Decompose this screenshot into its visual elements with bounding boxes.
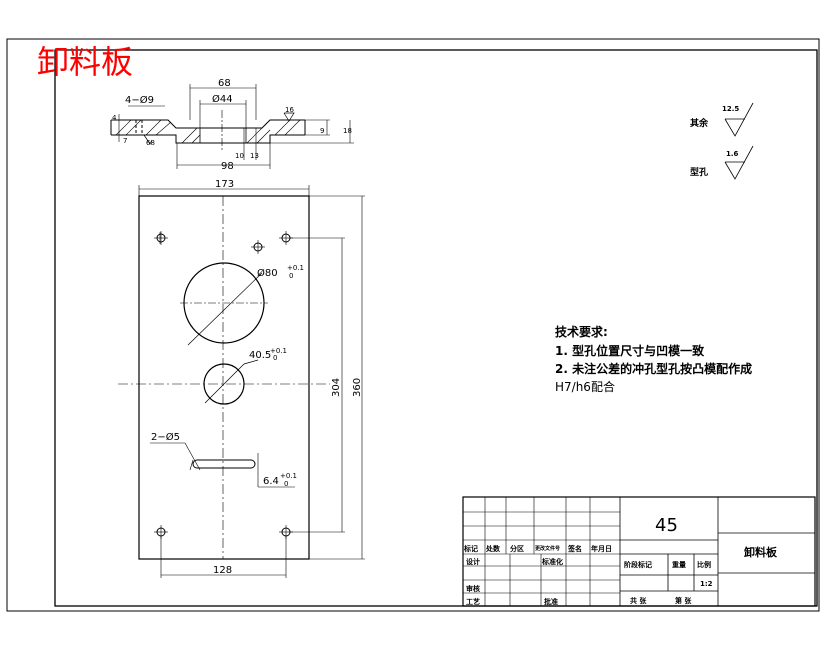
dim-68-rough: 68 (146, 139, 155, 147)
dim-18: 18 (343, 127, 352, 135)
dim-10: 10 (235, 152, 244, 160)
red-title: 卸料板 (37, 43, 133, 81)
tech-line1: 1. 型孔位置尺寸与凹模一致 (555, 343, 705, 358)
dim-40-5: 40.5 (249, 350, 271, 361)
tech-heading: 技术要求: (555, 324, 608, 339)
dim-360: 360 (352, 378, 363, 397)
dim-4: 4 (112, 114, 117, 122)
dim-9: 9 (320, 127, 324, 135)
roughness-rest-label: 其余 (690, 117, 709, 129)
tb-date: 年月日 (591, 544, 612, 553)
tb-total: 共 张 (630, 596, 647, 605)
dim-68-top: 68 (218, 78, 231, 89)
tb-review: 审核 (466, 584, 480, 593)
dim-304: 304 (331, 378, 342, 397)
tb-scale: 1:2 (700, 580, 713, 588)
tb-sheet: 第 张 (675, 596, 692, 605)
dim-98: 98 (221, 161, 234, 172)
roughness-hole-label: 型孔 (690, 166, 708, 178)
section-view (110, 84, 354, 169)
tb-stage-mark: 阶段标记 (624, 560, 652, 569)
dim-80: Ø80 (257, 267, 278, 279)
tb-process: 工艺 (466, 597, 480, 606)
dim-44: Ø44 (212, 93, 233, 105)
tb-approve: 批准 (544, 597, 558, 606)
dim-40-tol: +0.1 (270, 347, 287, 355)
dim-128: 128 (213, 565, 232, 576)
roughness-rest-value: 12.5 (722, 105, 739, 113)
tb-scale-label: 比例 (697, 560, 711, 569)
part-name: 卸料板 (744, 545, 778, 559)
dim-173: 173 (215, 179, 234, 190)
roughness-symbols (724, 102, 754, 180)
tech-line2: 2. 未注公差的冲孔型孔按凸模配作成 (555, 361, 752, 376)
dim-7: 7 (123, 137, 127, 145)
tb-standard: 标准化 (541, 557, 563, 566)
dim-16: 16 (285, 106, 294, 114)
roughness-hole-value: 1.6 (726, 150, 739, 158)
dim-4x9: 4−Ø9 (125, 94, 154, 106)
dim-80-tol0: 0 (289, 272, 293, 280)
dim-6-4: 6.4 (263, 476, 279, 487)
tb-qty: 处数 (485, 544, 501, 553)
tb-weight: 重量 (672, 560, 686, 569)
inner-frame (54, 49, 818, 607)
outer-frame (6, 38, 820, 612)
tb-sign: 签名 (567, 544, 582, 553)
dim-80-tol: +0.1 (287, 264, 304, 272)
title-block (462, 496, 816, 607)
tb-zone: 分区 (510, 544, 524, 553)
plan-view (118, 185, 365, 578)
dim-6-4-tol: +0.1 (280, 472, 297, 480)
tech-line3: H7/h6配合 (555, 379, 615, 394)
dim-40-tol0: 0 (273, 354, 277, 362)
material: 45 (655, 515, 678, 536)
tb-change-doc: 更改文件号 (535, 545, 560, 552)
dim-2x5: 2−Ø5 (151, 431, 180, 443)
dim-13: 13 (250, 152, 259, 160)
dim-6-4-tol0: 0 (284, 480, 288, 488)
tb-design: 设计 (466, 557, 480, 566)
tb-mark: 标记 (463, 544, 478, 553)
